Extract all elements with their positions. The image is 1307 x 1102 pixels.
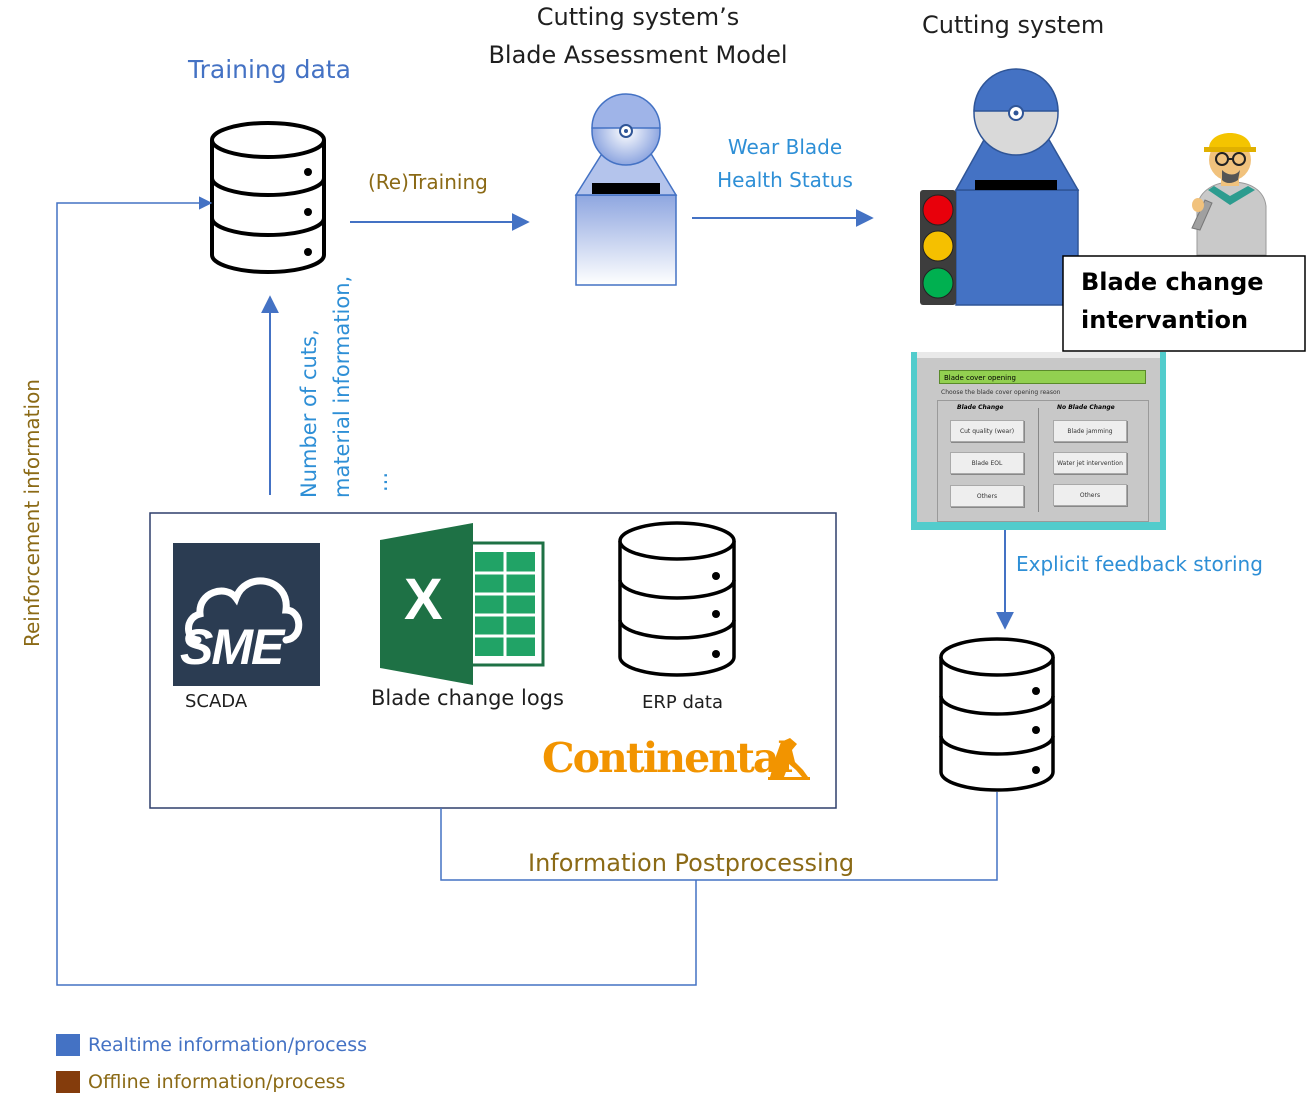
cutting-system-title: Cutting system <box>922 11 1105 39</box>
legend-swatch-realtime <box>56 1034 80 1056</box>
scada-label: SCADA <box>185 691 248 712</box>
excel-logo-text: X <box>404 567 443 632</box>
screen-button-others-left[interactable]: Others <box>950 485 1024 507</box>
model-title-line1: Cutting system’s <box>536 3 740 31</box>
reinforcement-label: Reinforcement information <box>20 379 44 647</box>
screen-header: Blade cover opening <box>939 370 1146 384</box>
screen-choice-frame <box>937 400 1149 522</box>
traffic-light-icon <box>920 190 956 305</box>
postprocessing-label: Information Postprocessing <box>528 849 855 877</box>
feedback-label: Explicit feedback storing <box>1016 552 1263 576</box>
erp-database-icon <box>618 521 736 677</box>
cutting-system-machine-icon <box>954 68 1080 306</box>
intervention-box <box>1062 255 1306 352</box>
screen-subtitle: Choose the blade cover opening reason <box>941 389 1061 396</box>
screen-topbar <box>917 352 1160 358</box>
wear-blade-label-line1: Wear Blade <box>727 135 843 159</box>
retraining-label: (Re)Training <box>368 170 488 194</box>
wear-blade-label-line2: Health Status <box>717 168 853 192</box>
worker-icon <box>1191 133 1267 256</box>
legend-label-realtime: Realtime information/process <box>88 1034 367 1056</box>
excel-icon <box>380 523 545 685</box>
blade-assessment-model-icon <box>574 93 678 286</box>
cuts-label-line2: material information, <box>330 275 354 498</box>
legend-swatch-offline <box>56 1071 80 1093</box>
sme-logo-text: SME <box>180 619 284 675</box>
screen-button-blade-eol[interactable]: Blade EOL <box>950 452 1024 474</box>
cuts-label-line3: ... <box>368 471 392 492</box>
feedback-database-icon <box>939 637 1055 792</box>
legend-item-offline: Offline information/process <box>56 1071 345 1093</box>
model-title-line2: Blade Assessment Model <box>488 41 788 69</box>
continental-logo-text: Continental <box>542 734 793 782</box>
screen-button-water-jet[interactable]: Water jet intervention <box>1053 452 1127 474</box>
sme-logo <box>173 543 320 686</box>
legend-label-offline: Offline information/process <box>88 1071 346 1093</box>
screen-button-blade-jamming[interactable]: Blade jamming <box>1053 420 1127 442</box>
operator-screen: Blade cover opening Choose the blade cov… <box>911 352 1166 530</box>
screen-button-cut-quality[interactable]: Cut quality (wear) <box>950 420 1024 442</box>
erp-label: ERP data <box>642 692 723 713</box>
blade-logs-label: Blade change logs <box>371 686 564 710</box>
reinforcement-loop <box>56 196 697 986</box>
continental-horse-logo <box>768 738 810 780</box>
screen-col-left: Blade Change <box>957 404 1004 411</box>
screen-divider <box>1038 408 1039 512</box>
legend-item-realtime: Realtime information/process <box>56 1034 367 1056</box>
training-data-title: Training data <box>188 55 351 84</box>
intervention-line1: Blade change <box>1081 268 1264 296</box>
screen-panel: Blade cover opening Choose the blade cov… <box>917 352 1160 522</box>
screen-button-others-right[interactable]: Others <box>1053 484 1127 506</box>
cuts-label-line1: Number of cuts, <box>297 329 321 498</box>
intervention-line2: intervantion <box>1081 306 1249 334</box>
postprocessing-connector <box>440 792 998 881</box>
screen-col-right: No Blade Change <box>1057 404 1115 411</box>
training-data-database-icon <box>210 121 326 274</box>
